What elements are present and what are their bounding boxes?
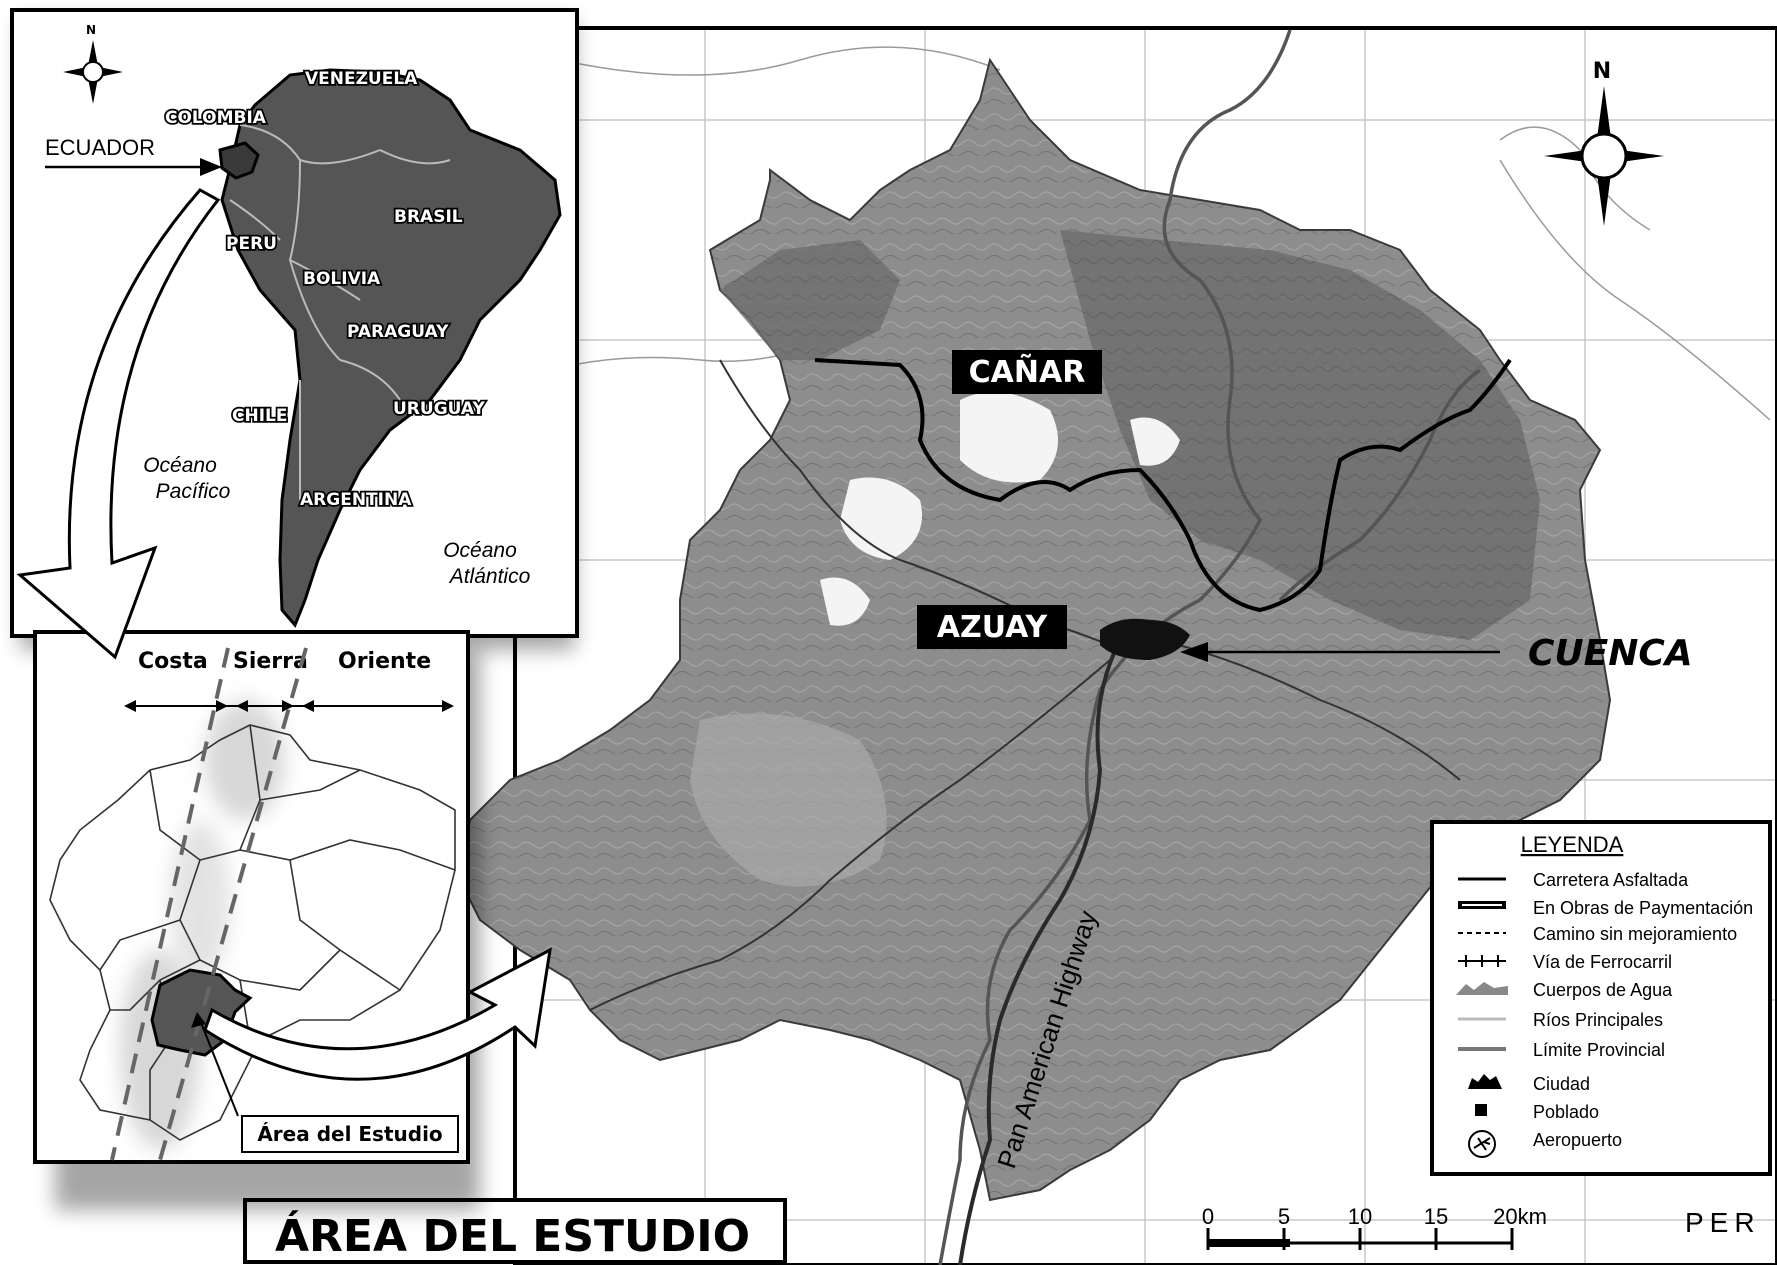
connector-arrow-icon [203,947,552,1081]
north-label: N [86,23,96,37]
north-arrow-icon: N [63,23,123,104]
legend-symbols [1456,877,1508,1158]
country-label: PERU [226,234,277,254]
country-label: COLOMBIA [165,108,267,128]
lighter-terrain [690,713,887,887]
province-name: CAÑAR [969,353,1086,390]
arrow-head [236,700,248,712]
provincial-boundary [814,358,1512,613]
province-label-canar: CAÑAR [952,350,1102,394]
study-area-pointer [199,1019,239,1117]
legend-item-label: Vía de Ferrocarril [1533,952,1672,972]
study-area-label: Área del Estudio [257,1122,442,1146]
scale-tick-label: 20km [1493,1204,1547,1229]
scale-tick-label: 0 [1202,1204,1214,1229]
arrow-head [216,700,228,712]
city-label-cuenca: CUENCA [1528,633,1693,674]
legend-item-label: Límite Provincial [1533,1040,1665,1060]
city-symbol-icon [1468,1074,1502,1089]
ecuador-shape [218,141,260,180]
pan-american-highway-line [958,639,1122,1265]
ocean-label: Atlántico [448,565,531,588]
north-label: N [1593,59,1611,84]
study-area-label-box [241,1115,459,1153]
country-borders [229,124,451,500]
province-label-azuay: AZUAY [917,605,1067,649]
arrow-head [302,700,314,712]
legend: LEYENDA [1430,820,1772,1176]
main-map: CAÑAR AZUAY CUENCA Pan American Highway … [243,26,1777,1265]
ecuador-label: ECUADOR [45,135,155,160]
region-dividers [110,647,308,1161]
arrow-head [124,700,136,712]
scale-tick-label: 5 [1278,1204,1290,1229]
legend-item-label: Cuerpos de Agua [1533,980,1673,1000]
legend-item-label: Aeropuerto [1533,1130,1622,1150]
ocean-label: Pacífico [156,480,231,503]
region-label-costa: Costa [138,649,208,674]
main-rivers [938,29,1481,1265]
connector-arrow-icon [16,188,221,660]
darker-terrain [1060,230,1540,640]
cuenca-arrow-head [1180,642,1208,662]
scale-tick-label: 10 [1348,1204,1372,1229]
legend-item-label: Ciudad [1533,1074,1590,1094]
ecuador-provinces [49,724,456,1141]
province-name: AZUAY [937,610,1049,645]
country-label: PARAGUAY [347,322,449,342]
study-area-pointer-head [191,1012,206,1028]
ocean-label: Océano [443,539,517,562]
square-symbol-icon [1475,1104,1487,1116]
country-label: URUGUAY [393,399,485,419]
legend-item-label: Camino sin mejoramiento [1533,924,1737,944]
legend-item-label: En Obras de Paymentación [1533,898,1753,918]
scale-tick-label: 15 [1424,1204,1448,1229]
darker-terrain-west [720,240,900,360]
edge-label: PER [1685,1207,1761,1238]
ecuador-arrow-head [200,158,222,176]
legend-item-label: Poblado [1533,1102,1599,1122]
scale-bar: 0 5 10 15 20km [1202,1204,1547,1250]
ecuador-inset: Costa Sierra Oriente [33,630,480,1210]
title-box: ÁREA DEL ESTUDIO [243,1198,787,1264]
country-label: VENEZUELA [305,69,418,89]
region-label-sierra: Sierra [233,649,308,674]
country-label: BOLIVIA [303,269,381,289]
railway-line-icon [1458,955,1506,967]
country-label: ARGENTINA [300,490,412,510]
page-title: ÁREA DEL ESTUDIO [275,1209,750,1262]
arrow-head [282,700,294,712]
north-arrow-icon: N [1544,59,1664,226]
airport-symbol-icon [1468,1130,1496,1158]
paramo-areas [820,392,1180,626]
legend-item-label: Carretera Asfaltada [1533,870,1689,890]
legend-item-label: Ríos Principales [1533,1010,1663,1030]
country-label: CHILE [232,406,287,426]
country-label: BRASIL [394,207,463,227]
south-america-shape [220,68,562,628]
cuenca-city-area [1100,618,1190,660]
arrow-head [442,700,454,712]
region-label-oriente: Oriente [338,649,431,674]
legend-title: LEYENDA [1521,832,1624,857]
ocean-label: Océano [143,454,217,477]
water-shape-icon [1456,982,1508,995]
